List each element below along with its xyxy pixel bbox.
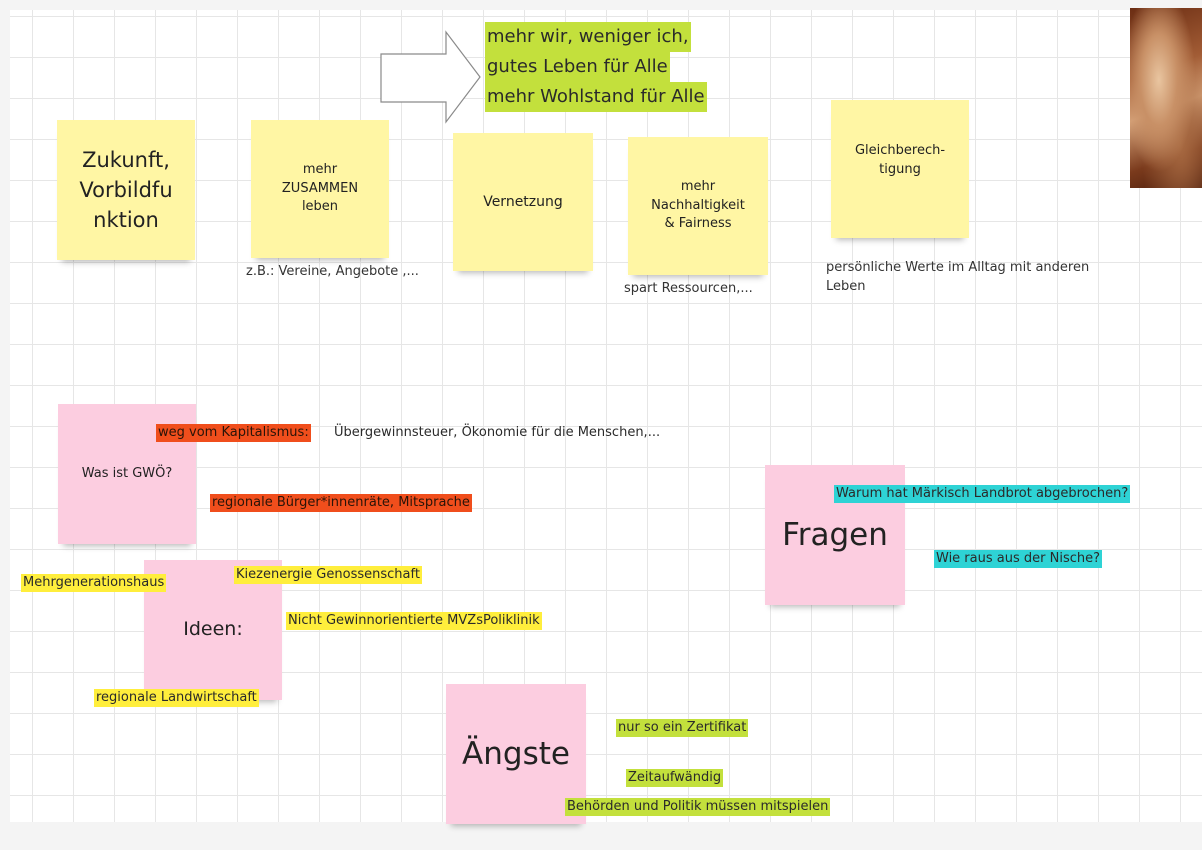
- caption-zusammen[interactable]: z.B.: Vereine, Angebote ,...: [246, 264, 419, 279]
- tag-nische[interactable]: Wie raus aus der Nische?: [934, 550, 1102, 568]
- caption-nachhaltigkeit[interactable]: spart Ressourcen,...: [624, 281, 753, 296]
- sticky-note-text: Fragen: [782, 516, 888, 553]
- goal-text-block[interactable]: mehr wir, weniger ich, gutes Leben für A…: [485, 22, 707, 112]
- sticky-note-gwoe[interactable]: Was ist GWÖ?: [58, 404, 196, 544]
- sticky-note-text: mehr Nachhaltigkeit & Fairness: [651, 178, 745, 232]
- tag-mehrgenerationshaus[interactable]: Mehrgenerationshaus: [21, 574, 167, 592]
- sticky-note-nachhaltigkeit[interactable]: mehr Nachhaltigkeit & Fairness: [628, 137, 768, 275]
- sticky-note-text: Vernetzung: [483, 193, 563, 210]
- tag-zertifikat[interactable]: nur so ein Zertifikat: [616, 719, 749, 737]
- arrow-shape[interactable]: [380, 30, 490, 126]
- tag-kiezenergie[interactable]: Kiezenergie Genossenschaft: [234, 566, 422, 584]
- sticky-note-text: Was ist GWÖ?: [81, 465, 173, 481]
- sticky-note-zusammen[interactable]: mehr ZUSAMMEN leben: [251, 120, 389, 258]
- sticky-note-fragen[interactable]: Fragen: [765, 465, 905, 605]
- sticky-note-text: Ideen:: [183, 618, 243, 641]
- sticky-note-zukunft[interactable]: Zukunft, Vorbildfu nktion: [57, 120, 195, 260]
- sticky-note-text: Ängste: [462, 735, 570, 772]
- goal-line: mehr Wohlstand für Alle: [485, 82, 707, 112]
- caption-gleichberechtigung[interactable]: persönliche Werte im Alltag mit anderen …: [826, 260, 1090, 294]
- participant-video-thumbnail: [1130, 8, 1202, 188]
- tag-mvz-poliklinik[interactable]: Nicht Gewinnorientierte MVZsPoliklinik: [286, 612, 542, 630]
- sticky-note-aengste[interactable]: Ängste: [446, 684, 586, 824]
- tag-kapitalismus-detail[interactable]: Übergewinnsteuer, Ökonomie für die Mensc…: [334, 425, 661, 440]
- tag-kapitalismus[interactable]: weg vom Kapitalismus:: [156, 424, 311, 442]
- tag-buergerraete[interactable]: regionale Bürger*innenräte, Mitsprache: [210, 494, 472, 512]
- sticky-note-vernetzung[interactable]: Vernetzung: [453, 133, 593, 271]
- goal-line: gutes Leben für Alle: [485, 52, 670, 82]
- tag-behoerden-politik[interactable]: Behörden und Politik müssen mitspielen: [565, 798, 831, 816]
- tag-maerkisch-landbrot[interactable]: Warum hat Märkisch Landbrot abgebrochen?: [834, 485, 1131, 503]
- sticky-note-gleichberechtigung[interactable]: Gleichberech- tigung: [831, 100, 969, 238]
- tag-zeitaufwaendig[interactable]: Zeitaufwändig: [626, 769, 724, 787]
- sticky-note-text: mehr ZUSAMMEN leben: [281, 161, 359, 215]
- goal-line: mehr wir, weniger ich,: [485, 22, 691, 52]
- sticky-note-text: Zukunft, Vorbildfu nktion: [79, 148, 173, 232]
- tag-landwirtschaft[interactable]: regionale Landwirtschaft: [94, 689, 259, 707]
- sticky-note-text: Gleichberech- tigung: [854, 143, 946, 177]
